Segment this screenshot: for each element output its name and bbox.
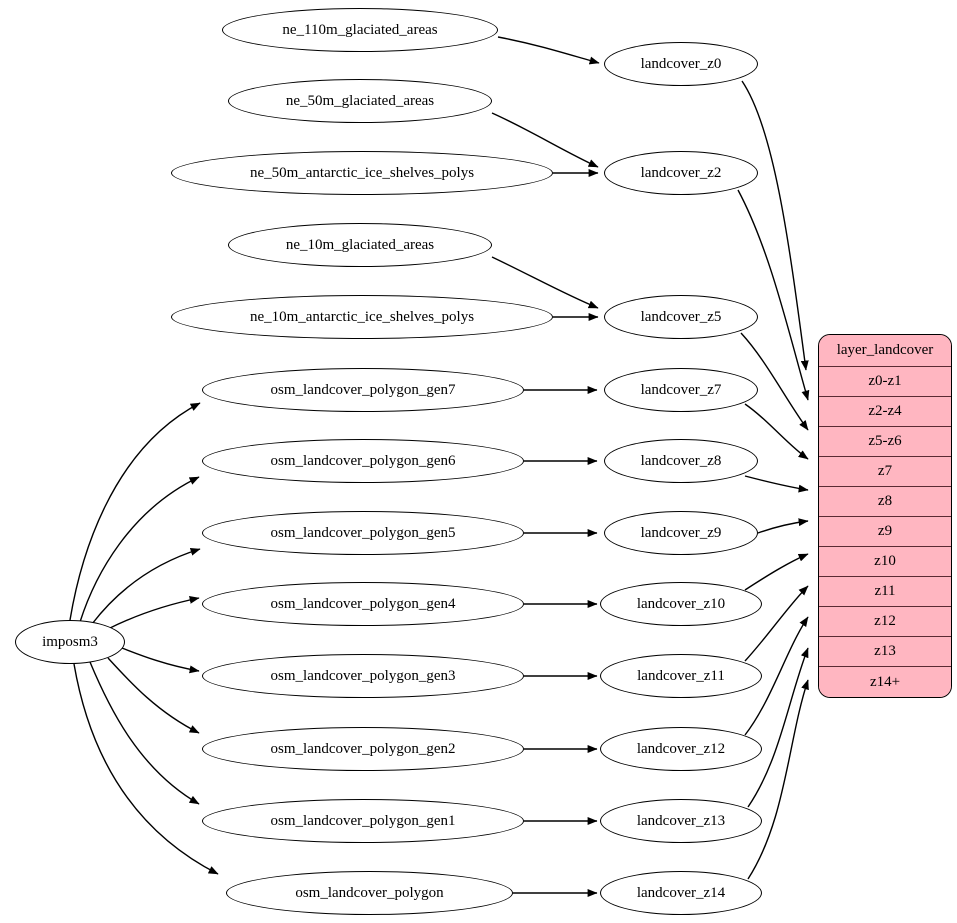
table-row-label: z11 xyxy=(874,583,896,599)
node-label: osm_landcover_polygon_gen2 xyxy=(270,740,456,757)
table-row-z0-z1[interactable]: z0-z1 xyxy=(819,367,951,397)
edge-ne10g-to-z5 xyxy=(491,256,599,309)
node-landcover-z14[interactable]: landcover_z14 xyxy=(600,871,762,915)
node-osm-landcover-polygon-gen7[interactable]: osm_landcover_polygon_gen7 xyxy=(202,368,524,412)
node-landcover-z10[interactable]: landcover_z10 xyxy=(600,582,762,626)
node-landcover-z0[interactable]: landcover_z0 xyxy=(604,42,758,86)
node-osm-landcover-polygon-gen5[interactable]: osm_landcover_polygon_gen5 xyxy=(202,511,524,555)
node-ne-10m-antarctic-ice-shelves-polys[interactable]: ne_10m_antarctic_ice_shelves_polys xyxy=(171,295,553,339)
node-landcover-z5[interactable]: landcover_z5 xyxy=(604,295,758,339)
layer-landcover-table[interactable]: layer_landcover z0-z1 z2-z4 z5-z6 z7 z8 … xyxy=(818,334,952,698)
table-row-z12[interactable]: z12 xyxy=(819,607,951,637)
table-row-z9[interactable]: z9 xyxy=(819,517,951,547)
node-label: landcover_z2 xyxy=(640,164,722,181)
table-row-z14-plus[interactable]: z14+ xyxy=(819,667,951,697)
node-imposm3-label: imposm3 xyxy=(42,633,98,650)
table-row-label: z0-z1 xyxy=(868,373,902,389)
table-row-label: z9 xyxy=(877,523,893,539)
edge-z0-to-row-z0z1 xyxy=(741,80,809,371)
node-landcover-z8[interactable]: landcover_z8 xyxy=(604,439,758,483)
table-row-label: z14+ xyxy=(869,673,901,690)
node-label: osm_landcover_polygon xyxy=(295,884,444,901)
node-osm-landcover-polygon-gen6[interactable]: osm_landcover_polygon_gen6 xyxy=(202,439,524,483)
table-header-row: layer_landcover xyxy=(819,335,951,367)
node-landcover-z13[interactable]: landcover_z13 xyxy=(600,799,762,843)
node-label: landcover_z11 xyxy=(637,667,725,684)
node-label: landcover_z10 xyxy=(636,595,726,612)
edge-imposm3-to-gen3 xyxy=(121,647,200,674)
node-label: ne_10m_glaciated_areas xyxy=(285,236,435,253)
table-header-label: layer_landcover xyxy=(836,342,934,358)
edge-imposm3-to-gen6 xyxy=(79,476,200,623)
node-label: ne_50m_glaciated_areas xyxy=(285,92,435,109)
node-label: landcover_z0 xyxy=(640,55,722,72)
table-row-label: z5-z6 xyxy=(868,433,902,449)
node-landcover-z7[interactable]: landcover_z7 xyxy=(604,368,758,412)
node-label: landcover_z7 xyxy=(640,381,722,398)
edge-imposm3-to-gen2 xyxy=(107,657,200,734)
edge-z7-to-row-z7 xyxy=(744,403,809,460)
node-label: landcover_z14 xyxy=(636,884,726,901)
node-osm-landcover-polygon-gen4[interactable]: osm_landcover_polygon_gen4 xyxy=(202,582,524,626)
node-osm-landcover-polygon-gen1[interactable]: osm_landcover_polygon_gen1 xyxy=(202,799,524,843)
edge-z10-to-row-z10 xyxy=(744,553,809,591)
table-row-z5-z6[interactable]: z5-z6 xyxy=(819,427,951,457)
node-label: osm_landcover_polygon_gen7 xyxy=(270,381,456,398)
node-label: osm_landcover_polygon_gen3 xyxy=(270,667,456,684)
node-landcover-z2[interactable]: landcover_z2 xyxy=(604,151,758,195)
table-row-label: z12 xyxy=(874,613,896,629)
edge-z9-to-row-z9 xyxy=(757,518,809,534)
node-landcover-z12[interactable]: landcover_z12 xyxy=(600,727,762,771)
table-row-label: z10 xyxy=(874,553,896,569)
table-row-z2-z4[interactable]: z2-z4 xyxy=(819,397,951,427)
node-label: landcover_z8 xyxy=(640,452,722,469)
node-osm-landcover-polygon-gen2[interactable]: osm_landcover_polygon_gen2 xyxy=(202,727,524,771)
table-row-z8[interactable]: z8 xyxy=(819,487,951,517)
table-row-label: z7 xyxy=(877,463,893,479)
edge-imposm3-to-poly xyxy=(73,663,219,875)
node-label: landcover_z9 xyxy=(640,524,722,541)
node-osm-landcover-polygon[interactable]: osm_landcover_polygon xyxy=(226,871,513,915)
edge-imposm3-to-gen1 xyxy=(89,661,200,805)
table-row-label: z13 xyxy=(874,643,896,659)
table-row-label: z8 xyxy=(877,493,893,509)
table-row-z11[interactable]: z11 xyxy=(819,577,951,607)
node-ne-50m-glaciated-areas[interactable]: ne_50m_glaciated_areas xyxy=(228,79,492,123)
node-label: osm_landcover_polygon_gen4 xyxy=(270,595,456,612)
node-osm-landcover-polygon-gen3[interactable]: osm_landcover_polygon_gen3 xyxy=(202,654,524,698)
table-row-z10[interactable]: z10 xyxy=(819,547,951,577)
node-label: osm_landcover_polygon_gen6 xyxy=(270,452,456,469)
node-landcover-z11[interactable]: landcover_z11 xyxy=(600,654,762,698)
node-label: landcover_z12 xyxy=(636,740,726,757)
node-ne-10m-glaciated-areas[interactable]: ne_10m_glaciated_areas xyxy=(228,223,492,267)
edge-imposm3-to-gen4 xyxy=(107,595,200,630)
node-label: landcover_z5 xyxy=(640,308,722,325)
node-label: osm_landcover_polygon_gen5 xyxy=(270,524,456,541)
node-label: osm_landcover_polygon_gen1 xyxy=(270,812,456,829)
edge-imposm3-to-gen7 xyxy=(69,402,201,621)
node-label: ne_50m_antarctic_ice_shelves_polys xyxy=(249,164,475,181)
node-label: ne_10m_antarctic_ice_shelves_polys xyxy=(249,308,475,325)
node-landcover-z9[interactable]: landcover_z9 xyxy=(604,511,758,555)
node-ne-110m-glaciated-areas[interactable]: ne_110m_glaciated_areas xyxy=(222,8,498,52)
table-row-z13[interactable]: z13 xyxy=(819,637,951,667)
table-row-z7[interactable]: z7 xyxy=(819,457,951,487)
node-ne-50m-antarctic-ice-shelves-polys[interactable]: ne_50m_antarctic_ice_shelves_polys xyxy=(171,151,553,195)
node-label: landcover_z13 xyxy=(636,812,726,829)
node-imposm3[interactable]: imposm3 xyxy=(15,620,125,664)
edge-ne110-to-z0 xyxy=(497,36,600,65)
node-label: ne_110m_glaciated_areas xyxy=(282,21,438,38)
edge-z8-to-row-z8 xyxy=(744,475,809,493)
table-row-label: z2-z4 xyxy=(868,403,902,419)
edge-z14-to-row-z14p xyxy=(747,679,809,880)
edge-z2-to-row-z2z4 xyxy=(737,189,810,401)
edge-imposm3-to-gen5 xyxy=(91,547,201,625)
